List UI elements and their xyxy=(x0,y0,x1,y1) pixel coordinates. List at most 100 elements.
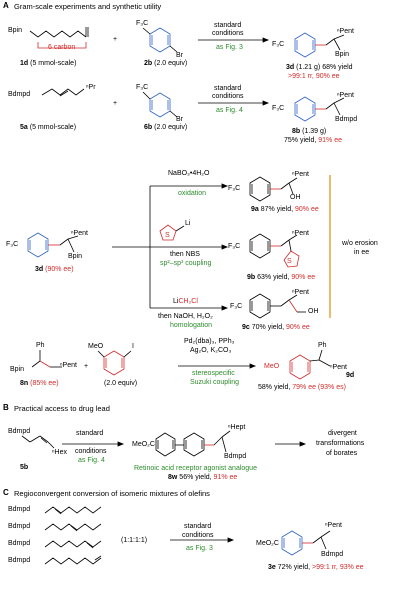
plus-sign-4: + xyxy=(84,363,89,370)
arrow-row2 xyxy=(198,100,270,106)
meo2c-label: MeO₂C xyxy=(132,441,155,448)
condC-line3: as Fig. 3 xyxy=(186,545,213,552)
prod2-f3c: F₃C xyxy=(272,105,285,112)
p2-id: 9b xyxy=(247,274,256,281)
prod-id: 3d xyxy=(286,64,295,71)
prod-caption: 3d (1.21 g) 68% yield xyxy=(286,64,353,72)
hom-then: then NaOH, H₂O₂ xyxy=(158,313,213,320)
bdmpd-label: Bdmpd xyxy=(8,91,31,98)
p4-yield: 58% yield, xyxy=(258,384,291,391)
p3e-sel: >99:1 rr, 93% ee xyxy=(312,564,364,571)
cond-line1: standard xyxy=(214,22,242,29)
iodide-label: I xyxy=(132,343,134,350)
p2-pent: ⁿPent xyxy=(292,230,309,237)
sm4-ee: (85% ee) xyxy=(30,380,59,387)
ring-meo-aryl-iodide xyxy=(97,350,132,376)
sm2-note: (2.0 equiv) xyxy=(154,60,188,67)
p1-ee: 90% ee xyxy=(295,206,319,213)
hom-label: homologation xyxy=(170,322,213,329)
arrow-row1 xyxy=(198,37,270,43)
p3-pent: ⁿPent xyxy=(292,289,309,296)
pentC-label: ⁿPent xyxy=(325,522,342,529)
compound-5a-chain xyxy=(41,88,85,97)
arrow-rowC xyxy=(170,537,235,543)
p4-ph: Ph xyxy=(318,342,327,349)
section-b-title: Practical access to drug lead xyxy=(14,404,110,413)
prod-f3c: F₃C xyxy=(272,41,285,48)
sm3-ee: (90% ee) xyxy=(45,266,74,273)
cond4-line3: stereospecific xyxy=(192,370,235,377)
p2-f3c: F₃C xyxy=(228,243,241,250)
p2-yield: 63% yield, xyxy=(257,274,290,281)
condC-line2: conditions xyxy=(182,532,214,539)
p4-pent: ⁿPent xyxy=(330,364,347,371)
bpin-label: Bpin xyxy=(8,27,23,34)
prod2-ee: 91% ee xyxy=(318,137,342,144)
section-c-title: Regioconvergent conversion of isomeric m… xyxy=(14,489,210,498)
product-3d-structure xyxy=(294,32,345,58)
cond2-line3: as Fig. 4 xyxy=(216,107,243,114)
section-c-label: C xyxy=(3,488,9,497)
br-label: Br xyxy=(176,52,183,59)
cf3-label: F₃C xyxy=(136,20,149,27)
olefin-2-bdmpd: Bdmpd xyxy=(8,523,31,530)
condB-line2: conditions xyxy=(75,448,107,455)
sm1-note-2: (5 mmol-scale) xyxy=(29,124,77,131)
condC-line1: standard xyxy=(184,523,212,530)
bpin-label-4: Bpin xyxy=(10,366,25,373)
sm4-caption: 8n (85% ee) xyxy=(20,380,59,388)
olefin-1-bdmpd: Bdmpd xyxy=(8,506,31,513)
p3-yield: 70% yield, xyxy=(251,324,285,331)
cond4-line1: Pd₂(dba)₃, PPh₃ xyxy=(184,338,235,345)
prod2-pent: ⁿPent xyxy=(337,92,354,99)
prod-bpin: Bpin xyxy=(335,51,350,58)
prod2-bdmpd: Bdmpd xyxy=(335,116,358,123)
p1-oh: OH xyxy=(290,194,301,201)
prod2-mass: (1.39 g) xyxy=(302,128,327,135)
sm3-f3c: F₃C xyxy=(6,241,19,248)
p2-ee: 90% ee xyxy=(291,274,316,281)
sm1-note: (5 mmol-scale) xyxy=(30,60,77,67)
prod2-id: 8b xyxy=(292,128,301,135)
hept-label: ⁿHept xyxy=(228,424,246,431)
sp2sp3-label: sp²–sp³ coupling xyxy=(160,260,212,267)
divergent-line3: of borates xyxy=(326,450,358,457)
p3-f3c: F₃C xyxy=(230,303,243,310)
pent-label-4: ⁿPent xyxy=(60,362,77,369)
erosion-line2: in ee xyxy=(354,249,370,256)
product-9b-structure xyxy=(249,233,300,268)
sm3-caption: 3d (90% ee) xyxy=(35,266,74,274)
plus-sign-2: + xyxy=(113,100,118,107)
prod-pent: ⁿPent xyxy=(337,28,354,35)
thienyl-li: Li xyxy=(185,220,191,227)
p8w-id: 8w xyxy=(168,474,178,481)
arrow-row4 xyxy=(178,363,257,369)
compound-5b-structure xyxy=(21,435,55,449)
p1-f3c: F₃C xyxy=(228,185,241,192)
p8w-bdmpd: Bdmpd xyxy=(224,453,247,460)
thiophene-reagent xyxy=(159,224,185,241)
p3-oh: OH xyxy=(308,308,319,315)
p2-s: S xyxy=(287,258,292,265)
ph-label: Ph xyxy=(36,342,45,349)
retinoic-label: Retinoic acid receptor agonist analogue xyxy=(134,465,257,472)
sm1-caption-2: 5a (5 mmol-scale) xyxy=(20,124,76,132)
divergent-line1: divergent xyxy=(328,430,357,437)
cond-line2: conditions xyxy=(212,30,244,37)
sm4-id: 8n xyxy=(20,380,29,387)
section-a-title: Gram-scale experiments and synthetic uti… xyxy=(14,2,162,11)
p4-ee: 79% ee (93% es) xyxy=(292,384,346,391)
p3e-yield: 72% yield, xyxy=(277,564,311,571)
sm3-pent: ⁿPent xyxy=(71,230,88,237)
p4-meo: MeO xyxy=(264,363,280,370)
sm1-caption: 1d (5 mmol-scale) xyxy=(20,60,76,68)
p3-id: 9c xyxy=(242,324,250,331)
compound-1d-chain xyxy=(29,27,89,38)
pr-label: ⁿPr xyxy=(86,84,96,91)
cf3-label-2: F₃C xyxy=(136,84,149,91)
p4-yield-line: 58% yield, 79% ee (93% es) xyxy=(258,384,346,392)
p8w-ee: 91% ee xyxy=(213,474,238,481)
carbon-box-label: 6 carbon xyxy=(48,44,76,51)
p8w-caption: 8w 56% yield, 91% ee xyxy=(168,474,237,482)
hom-li: Li xyxy=(173,298,179,305)
